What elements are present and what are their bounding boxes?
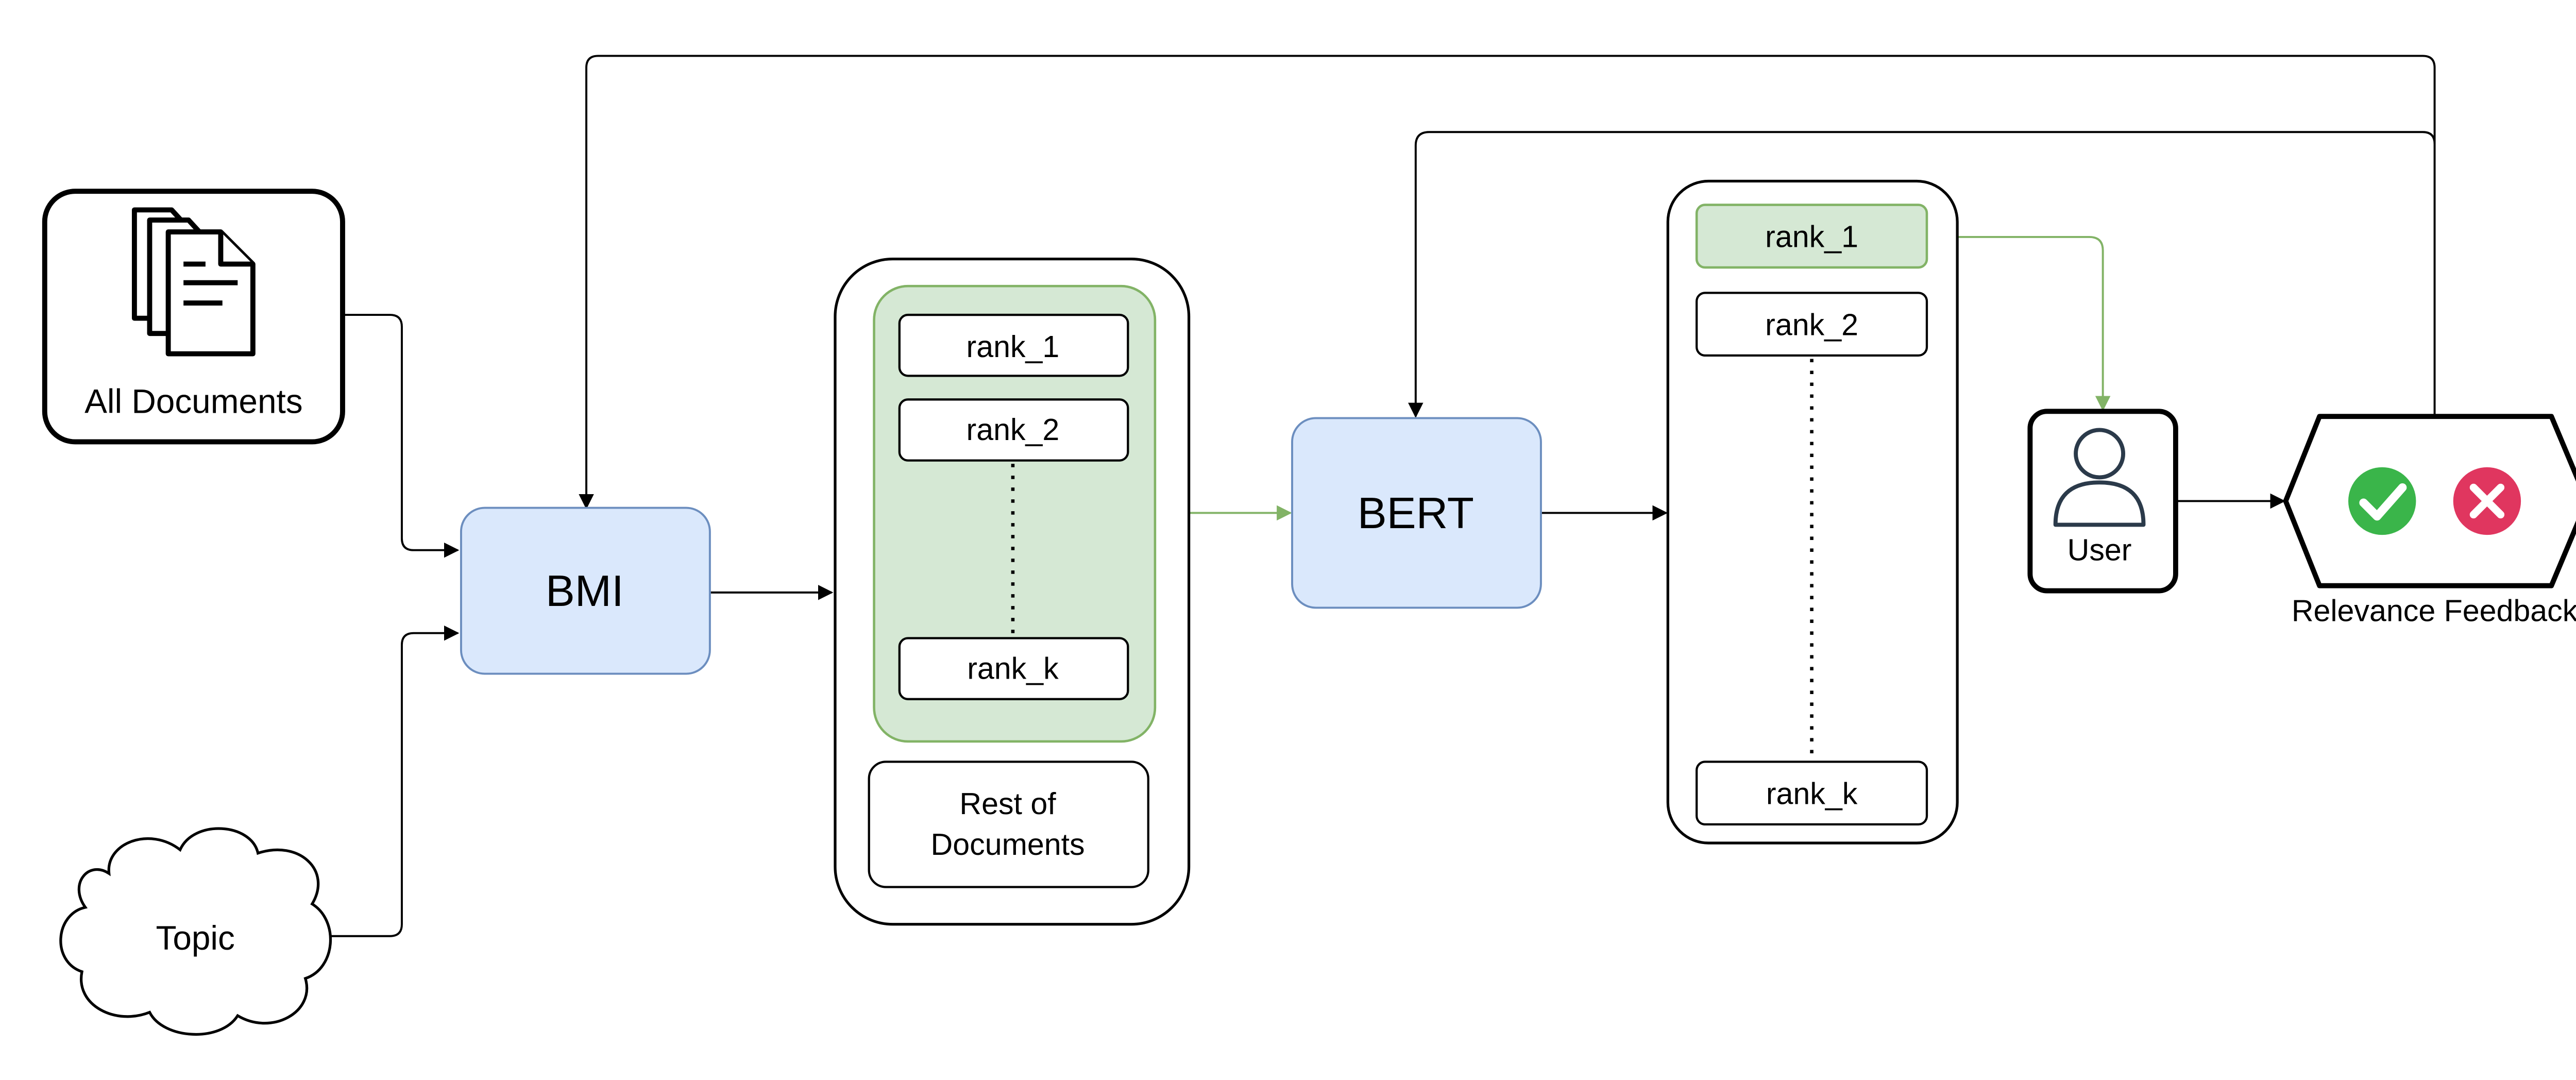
relevance-feedback-label: Relevance Feedback: [2292, 594, 2576, 628]
user-node: User: [2027, 409, 2178, 594]
nonrelevant-cross-icon: [2453, 467, 2521, 535]
bmi-rank-2-label: rank_2: [967, 412, 1060, 447]
bert-rank-1-label: rank_1: [1765, 220, 1858, 254]
rest-of-documents-line1: Rest of: [959, 786, 1056, 821]
topic-node: Topic: [59, 827, 332, 1036]
feedback-to-bert-arrow: [1408, 131, 2436, 418]
bmi-rank-k-box: [898, 637, 1129, 700]
rank1-to-user-arrow: [1926, 235, 2111, 411]
documents-icon: [131, 207, 256, 357]
relevance-feedback-hexagon: [2283, 414, 2576, 588]
bmi-node: BMI: [460, 507, 711, 675]
bmi-label: BMI: [546, 567, 624, 616]
feedback-to-bmi-arrow: [579, 55, 2436, 510]
topic-cloud-shape: [59, 827, 332, 1036]
bmi-rank-1-label: rank_1: [967, 329, 1060, 364]
bert-rank-k-label: rank_k: [1766, 777, 1858, 811]
rest-of-documents-line2: Documents: [931, 827, 1085, 862]
bmi-rank-2-box: [898, 398, 1129, 462]
user-icon: [2053, 428, 2146, 527]
topic-label: Topic: [156, 919, 234, 957]
bert-node: BERT: [1291, 417, 1542, 609]
user-label: User: [2067, 532, 2132, 567]
bmi-rank-k-label: rank_k: [967, 651, 1059, 685]
all-documents-label: All Documents: [84, 383, 302, 420]
all-documents-to-bmi-arrow: [344, 314, 460, 558]
relevant-check-icon: [2348, 467, 2416, 535]
connectors: [312, 55, 2436, 937]
topic-to-bmi-arrow: [312, 625, 460, 937]
bmi-rank-1-box: [898, 313, 1129, 377]
bert-ranking-container: rank_1 rank_2 rank_k: [1666, 179, 1959, 845]
bmi-ranking-container: rank_1 rank_2 rank_k Rest of Documents: [834, 258, 1191, 926]
bert-rank-k-box: [1696, 761, 1928, 826]
bert-ranking-outer-box: [1666, 179, 1959, 845]
relevance-feedback-node: Relevance Feedback: [2283, 414, 2576, 628]
bert-rank-2-box: [1696, 292, 1928, 357]
bert-box: [1291, 417, 1542, 609]
bert-rank-2-label: rank_2: [1765, 307, 1858, 342]
all-documents-node: All Documents: [42, 189, 345, 445]
rest-of-documents-box: [868, 761, 1149, 888]
bert-rank-1-box: [1695, 204, 1928, 269]
bert-label: BERT: [1358, 489, 1474, 538]
bmi-box: [460, 507, 711, 675]
